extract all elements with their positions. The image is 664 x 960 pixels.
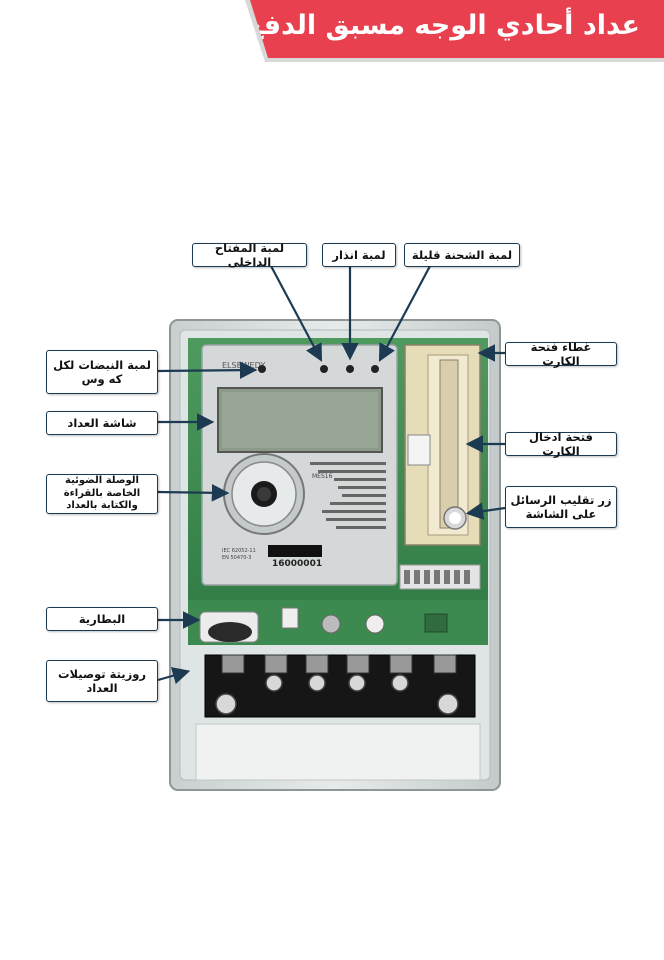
alarm-lamp-label: لمبة انذار: [322, 243, 396, 267]
pulse-lamp-label: لمبة النبضات لكل كه وس: [46, 350, 158, 394]
standard2-label: EN 50470-3: [222, 555, 251, 561]
battery: [208, 622, 252, 642]
meter-screen-label: شاشة العداد: [46, 411, 158, 435]
internal-key-lamp-label: لمبة المفتاح الداخلى: [192, 243, 307, 267]
card-slot: [408, 435, 430, 465]
internal-key-led: [320, 365, 328, 373]
alarm-led: [346, 365, 354, 373]
model-label: MES16: [312, 473, 333, 480]
low-charge-lamp-label: لمبة الشحنة قليلة: [404, 243, 520, 267]
optical-port-label: الوصلة الضوئية الخاصة بالقراءة والكتابة …: [46, 474, 158, 514]
card-slot-label: فتحة ادخال الكارت: [505, 432, 617, 456]
barcode: [268, 545, 322, 557]
scroll-button-label: زر تقليب الرسائل على الشاشة: [505, 486, 617, 528]
pulse-led: [258, 365, 266, 373]
terminal-block-label: روزيتة توصيلات العداد: [46, 660, 158, 702]
battery-label: البطارية: [46, 607, 158, 631]
card-slot-cover-label: غطاء فتحة الكارت: [505, 342, 617, 366]
low-charge-led: [371, 365, 379, 373]
standard-label: IEC 62052-11: [222, 548, 256, 554]
serial-label: 16000001: [272, 559, 322, 569]
